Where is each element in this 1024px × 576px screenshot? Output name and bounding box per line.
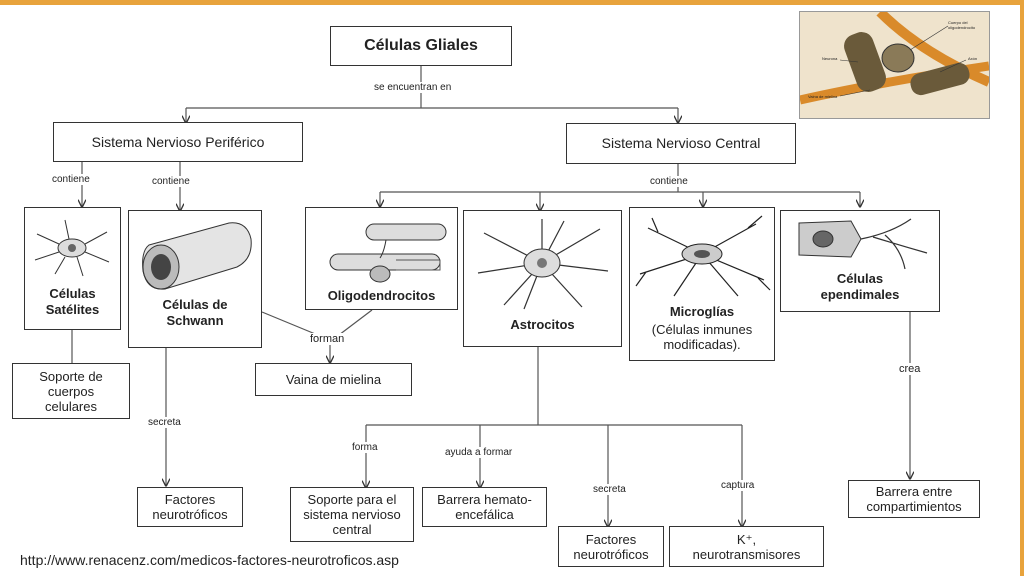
edge-label-contiene-1: contiene xyxy=(50,174,92,185)
soporte-snc-box: Soporte para el sistema nervioso central xyxy=(290,487,414,542)
soporte-cuerpos-box: Soporte de cuerpos celulares xyxy=(12,363,130,419)
factores-1-text: Factores neurotróficos xyxy=(152,492,227,522)
astrocyte-illustration xyxy=(477,219,609,310)
barrera-hematoencefalica-box: Barrera hemato- encefálica xyxy=(422,487,547,527)
peripheral-system-box: Sistema Nervioso Periférico xyxy=(53,122,303,162)
soporte-snc-text: Soporte para el sistema nervioso central xyxy=(303,492,401,537)
microglia-illustration xyxy=(635,215,771,297)
microglias-cell-box: Microglías (Células inmunes modificadas)… xyxy=(629,207,775,361)
factores-2-line-1: Factores xyxy=(585,531,637,547)
ependimales-cell-box: Células ependimales xyxy=(780,210,940,312)
schwann-name: Células de Schwann xyxy=(129,297,261,329)
ependymal-cell-illustration xyxy=(798,218,928,270)
soporte-snc-line-3: central xyxy=(332,522,372,537)
edge-label-forman: forman xyxy=(308,333,347,345)
ependimales-name-line-1: Células xyxy=(836,271,884,286)
soporte-cuerpos-line-2: cuerpos xyxy=(47,383,95,399)
oligodendrocyte-photo-drawing xyxy=(800,12,989,118)
oligodendrocyte-photo: Cuerpo del oligodendrocito Axón Neurona … xyxy=(799,11,990,119)
vaina-mielina-text: Vaina de mielina xyxy=(285,372,382,387)
barrera-comp-line-1: Barrera entre xyxy=(875,484,953,499)
ependimales-name-line-2: ependimales xyxy=(820,287,900,302)
satelites-name: Células Satélites xyxy=(25,286,120,318)
soporte-cuerpos-line-3: celulares xyxy=(44,398,97,414)
satelites-name-line-1: Células xyxy=(49,286,96,301)
soporte-snc-line-2: sistema nervioso xyxy=(303,507,401,522)
right-accent-bar xyxy=(1020,0,1024,576)
peripheral-system-label: Sistema Nervioso Periférico xyxy=(91,133,265,150)
barrera-compartimientos-box: Barrera entre compartimientos xyxy=(848,480,980,518)
schwann-name-line-2: Schwann xyxy=(166,313,224,328)
microglias-sub-line-2: modificadas). xyxy=(663,337,741,352)
barrera-he-line-1: Barrera hemato- xyxy=(437,492,532,507)
central-system-label: Sistema Nervioso Central xyxy=(601,135,761,151)
edge-label-contiene-3: contiene xyxy=(648,176,690,187)
factores-neurotroficos-box-1: Factores neurotróficos xyxy=(137,487,243,527)
barrera-comp-text: Barrera entre compartimientos xyxy=(866,484,961,514)
diagram-title: Células Gliales xyxy=(364,37,478,54)
factores-1-line-2: neurotróficos xyxy=(152,507,228,522)
title-box: Células Gliales xyxy=(330,26,512,66)
edge-label-forma: forma xyxy=(350,442,380,453)
edge-label-contiene-2: contiene xyxy=(150,176,192,187)
central-system-box: Sistema Nervioso Central xyxy=(566,123,796,164)
schwann-cell-box: Células de Schwann xyxy=(128,210,262,348)
barrera-he-text: Barrera hemato- encefálica xyxy=(437,492,532,522)
factores-1-line-1: Factores xyxy=(164,492,216,507)
vaina-mielina-box: Vaina de mielina xyxy=(255,363,412,396)
photo-label-neurona: Neurona xyxy=(822,56,838,61)
oligodendrocitos-cell-box: Oligodendrocitos xyxy=(305,207,458,310)
microglias-sub: (Células inmunes modificadas). xyxy=(630,322,774,352)
edge-label-se-encuentran: se encuentran en xyxy=(372,82,454,93)
edge-label-secreta-2: secreta xyxy=(591,484,628,495)
top-accent-bar xyxy=(0,0,1024,5)
edge-label-crea: crea xyxy=(897,363,923,375)
edge-label-captura: captura xyxy=(719,480,757,491)
microglias-sub-line-1: (Células inmunes xyxy=(651,322,753,337)
k-neuro-line-1: K⁺, xyxy=(736,531,757,547)
soporte-cuerpos-line-1: Soporte de xyxy=(39,368,103,384)
satelites-name-line-2: Satélites xyxy=(45,302,100,317)
factores-2-text: Factores neurotróficos xyxy=(573,532,648,562)
satellite-cell-illustration xyxy=(34,219,110,277)
factores-2-line-2: neurotróficos xyxy=(573,546,649,562)
source-url-link[interactable]: http://www.renacenz.com/medicos-factores… xyxy=(20,552,399,568)
soporte-snc-line-1: Soporte para el xyxy=(307,492,397,507)
ependimales-name: Células ependimales xyxy=(781,271,939,303)
microglias-name: Microglías xyxy=(669,304,735,319)
factores-neurotroficos-box-2: Factores neurotróficos xyxy=(558,526,664,567)
k-neuro-text: K⁺, neurotransmisores xyxy=(693,532,801,562)
k-neurotransmisores-box: K⁺, neurotransmisores xyxy=(669,526,824,567)
photo-label-cuerpo: Cuerpo del oligodendrocito xyxy=(948,20,976,30)
schwann-cell-illustration xyxy=(142,222,252,290)
oligodendrocitos-name: Oligodendrocitos xyxy=(327,288,436,303)
edge-label-secreta-1: secreta xyxy=(146,417,183,428)
soporte-cuerpos-text: Soporte de cuerpos celulares xyxy=(39,369,103,414)
astrocitos-cell-box: Astrocitos xyxy=(463,210,622,347)
satelites-cell-box: Células Satélites xyxy=(24,207,121,330)
photo-label-vaina: Vaina de mielina xyxy=(808,94,838,99)
oligodendrocyte-illustration xyxy=(329,223,447,283)
astrocitos-name: Astrocitos xyxy=(510,317,575,332)
k-neuro-line-2: neurotransmisores xyxy=(692,546,801,562)
barrera-he-line-2: encefálica xyxy=(455,507,514,522)
barrera-comp-line-2: compartimientos xyxy=(866,499,962,514)
photo-label-axon: Axón xyxy=(968,56,978,61)
schwann-name-line-1: Células de xyxy=(162,297,228,312)
edge-label-ayuda: ayuda a formar xyxy=(443,447,515,458)
